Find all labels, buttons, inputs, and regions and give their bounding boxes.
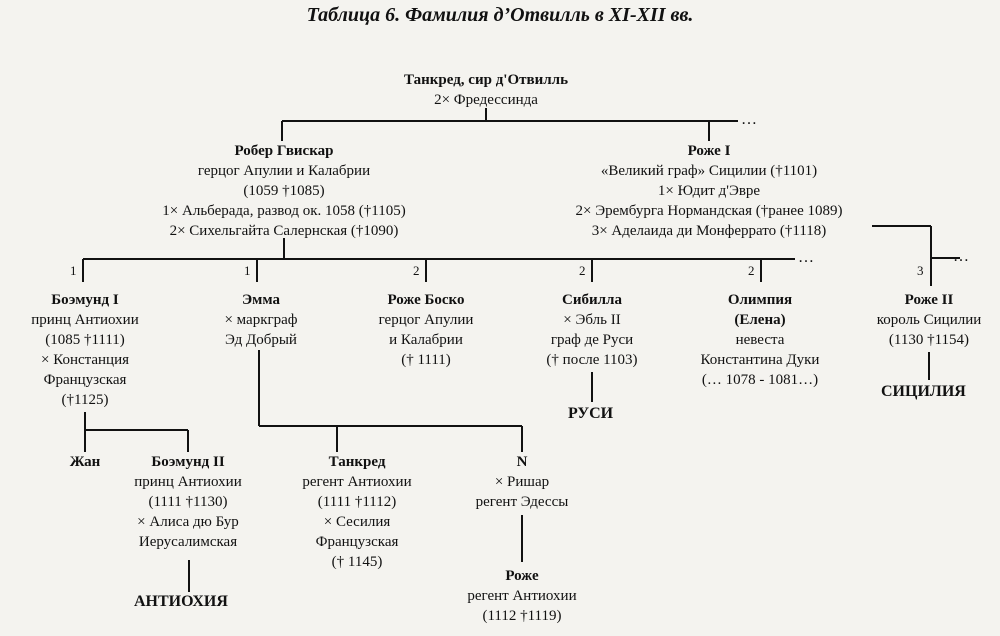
person-detail: 2× Сихельгайта Салернская (†1090): [169, 223, 399, 239]
person-detail: регент Антиохии: [302, 474, 412, 490]
ellipsis-robert-children: …: [798, 249, 814, 266]
person-name: Роже II: [904, 292, 954, 308]
person-detail: × Алиса дю Бур: [137, 514, 239, 530]
person-olympia: Олимпия (Елена) невеста Константина Дуки…: [680, 290, 840, 390]
person-detail: Французская: [315, 534, 399, 550]
marriage-mark-olympia: 2: [748, 263, 755, 278]
person-name: Боэмунд II: [151, 454, 225, 470]
person-name: Жан: [69, 454, 101, 470]
person-detail: (1111 †1112): [317, 494, 397, 510]
person-detail: невеста: [735, 332, 785, 348]
region-sicily: СИЦИЛИЯ: [881, 383, 966, 400]
marriage-mark-sibylla: 2: [579, 263, 586, 278]
person-name: Сибилла: [562, 292, 622, 308]
person-detail: (†1125): [61, 392, 109, 408]
person-name: Роже Боско: [387, 292, 465, 308]
person-detail: (1130 †1154): [888, 332, 970, 348]
person-detail: 3× Аделаида ди Монферрато (†1118): [591, 223, 827, 239]
person-detail: (1111 †1130): [148, 494, 228, 510]
person-name: N: [516, 454, 528, 470]
person-detail: (1112 †1119): [482, 608, 562, 624]
person-detail: 2× Эрембурга Нормандская (†ранее 1089): [575, 203, 843, 219]
person-tancred: Танкред регент Антиохии (1111 †1112) × С…: [277, 452, 437, 572]
person-detail: герцог Апулии: [378, 312, 474, 328]
person-detail: († 1111): [401, 352, 451, 368]
person-detail: 1× Альберада, развод ок. 1058 (†1105): [162, 203, 406, 219]
person-detail: (1085 †1111): [45, 332, 125, 348]
ellipsis-gen2: …: [741, 111, 757, 128]
person-detail: (Елена): [734, 312, 786, 328]
person-name: Танкред: [328, 454, 386, 470]
person-detail: принц Антиохии: [31, 312, 139, 328]
person-detail: 2× Фредессинда: [434, 92, 538, 108]
person-detail: регент Антиохии: [467, 588, 577, 604]
person-roger-bosco: Роже Боско герцог Апулии и Калабрии († 1…: [356, 290, 496, 370]
person-detail: († 1145): [331, 554, 383, 570]
region-rusi: РУСИ: [568, 405, 614, 422]
person-detail: (1059 †1085): [243, 183, 325, 199]
person-emma: Эмма × маркграф Эд Добрый: [196, 290, 326, 350]
person-name: Эмма: [241, 292, 280, 308]
person-name: Боэмунд I: [51, 292, 119, 308]
person-n: N × Ришар регент Эдессы: [462, 452, 582, 512]
person-detail: регент Эдессы: [475, 494, 569, 510]
marriage-mark-bohemond1: 1: [70, 263, 77, 278]
person-robert-guiscard: Робер Гвискар герцог Апулии и Калабрии (…: [134, 141, 434, 241]
person-detail: × Эбль II: [563, 312, 621, 328]
table-title: Таблица 6. Фамилия д’Отвилль в XI-XII вв…: [306, 4, 694, 26]
person-jean: Жан: [55, 452, 115, 472]
person-detail: × Ришар: [494, 474, 550, 490]
person-detail: × Сесилия: [323, 514, 391, 530]
person-detail: Иерусалимская: [138, 534, 238, 550]
person-detail: Эд Добрый: [225, 332, 297, 348]
person-detail: Французская: [43, 372, 127, 388]
person-tancred-sire: Танкред, сир д'Отвилль 2× Фредессинда: [386, 70, 586, 110]
person-sibylla: Сибилла × Эбль II граф де Руси († после …: [522, 290, 662, 370]
person-bohemond-1: Боэмунд I принц Антиохии (1085 †1111) × …: [10, 290, 160, 410]
person-detail: граф де Руси: [550, 332, 634, 348]
person-name: Роже: [505, 568, 539, 584]
person-roger-1: Роже I «Великий граф» Сицилии (†1101) 1×…: [549, 141, 869, 241]
person-bohemond-2: Боэмунд II принц Антиохии (1111 †1130) ×…: [113, 452, 263, 552]
person-detail: и Калабрии: [389, 332, 463, 348]
person-roger-2: Роже II король Сицилии (1130 †1154): [859, 290, 999, 350]
marriage-mark-emma: 1: [244, 263, 251, 278]
person-name: Роже I: [687, 143, 731, 159]
person-name: Робер Гвискар: [234, 143, 334, 159]
person-detail: король Сицилии: [876, 312, 982, 328]
marriage-mark-roger2: 3: [917, 263, 924, 278]
person-detail: «Великий граф» Сицилии (†1101): [600, 163, 818, 179]
marriage-mark-roger-bosco: 2: [413, 263, 420, 278]
person-detail: (… 1078 - 1081…): [701, 372, 819, 388]
region-antioch: АНТИОХИЯ: [134, 593, 228, 610]
person-detail: × маркграф: [224, 312, 298, 328]
person-detail: герцог Апулии и Калабрии: [197, 163, 371, 179]
person-detail: принц Антиохии: [134, 474, 242, 490]
person-name: Олимпия: [727, 292, 793, 308]
person-detail: Константина Дуки: [700, 352, 820, 368]
person-detail: († после 1103): [546, 352, 638, 368]
ellipsis-roger-children: …: [953, 248, 969, 265]
person-name: Танкред, сир д'Отвилль: [404, 72, 568, 88]
person-detail: × Констанция: [40, 352, 130, 368]
person-detail: 1× Юдит д'Эвре: [657, 183, 761, 199]
person-roger-antioch: Роже регент Антиохии (1112 †1119): [452, 566, 592, 626]
